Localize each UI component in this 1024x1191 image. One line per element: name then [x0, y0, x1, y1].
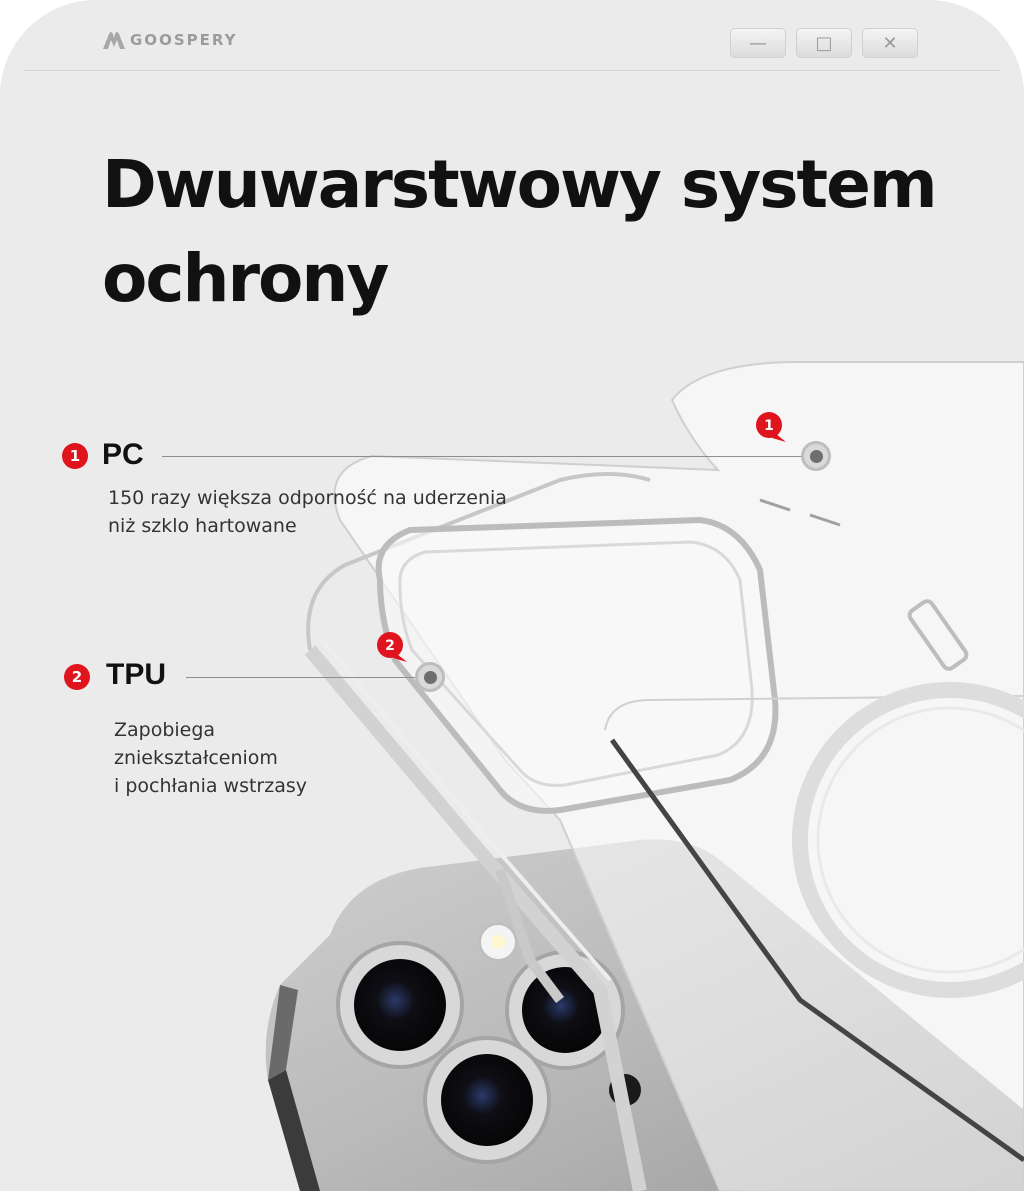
pc-description-line-1: 150 razy większa odporność na uderzenia: [108, 487, 507, 509]
pc-leader-line: [162, 456, 802, 457]
headline-line-1: Dwuwarstwowy system: [102, 146, 938, 223]
mercury-logo-icon: [103, 32, 125, 49]
headline-line-2: ochrony: [102, 240, 389, 317]
minimize-icon: —: [749, 32, 767, 54]
maximize-button[interactable]: □: [796, 28, 852, 58]
pc-description-line-2: niż szklo hartowane: [108, 515, 297, 537]
svg-text:1: 1: [764, 418, 774, 434]
tpu-description-line-1: Zapobiega: [114, 719, 216, 741]
pc-pointer-icon: [801, 441, 831, 471]
svg-text:2: 2: [385, 638, 395, 654]
camera-module: [336, 923, 641, 1164]
marker-1-on-case: 1: [756, 412, 786, 442]
pc-label: PC: [102, 438, 144, 471]
tpu-description-line-3: i pochłania wstrzasy: [114, 775, 307, 797]
brand-logo: GOOSPERY: [102, 30, 237, 50]
close-icon: ✕: [882, 32, 898, 54]
pc-description: 150 razy większa odporność na uderzenia …: [108, 484, 507, 540]
title-bar: GOOSPERY — □ ✕: [24, 0, 1000, 71]
close-button[interactable]: ✕: [862, 28, 918, 58]
maximize-icon: □: [815, 32, 833, 54]
tpu-leader-line: [186, 677, 416, 678]
tpu-label: TPU: [106, 658, 166, 691]
tpu-description-line-2: zniekształceniom: [114, 747, 278, 769]
clear-case: [304, 361, 1024, 1191]
minimize-button[interactable]: —: [730, 28, 786, 58]
product-illustration: 1 2: [265, 361, 1024, 1191]
marker-2-on-case: 2: [377, 632, 407, 662]
brand-name: GOOSPERY: [130, 31, 238, 49]
tpu-pointer-icon: [415, 662, 445, 692]
tpu-description: Zapobiega zniekształceniom i pochłania w…: [114, 716, 307, 800]
tpu-number-badge: 2: [64, 664, 90, 690]
pc-number-badge: 1: [62, 443, 88, 469]
headline: Dwuwarstwowy system ochrony: [102, 138, 962, 326]
